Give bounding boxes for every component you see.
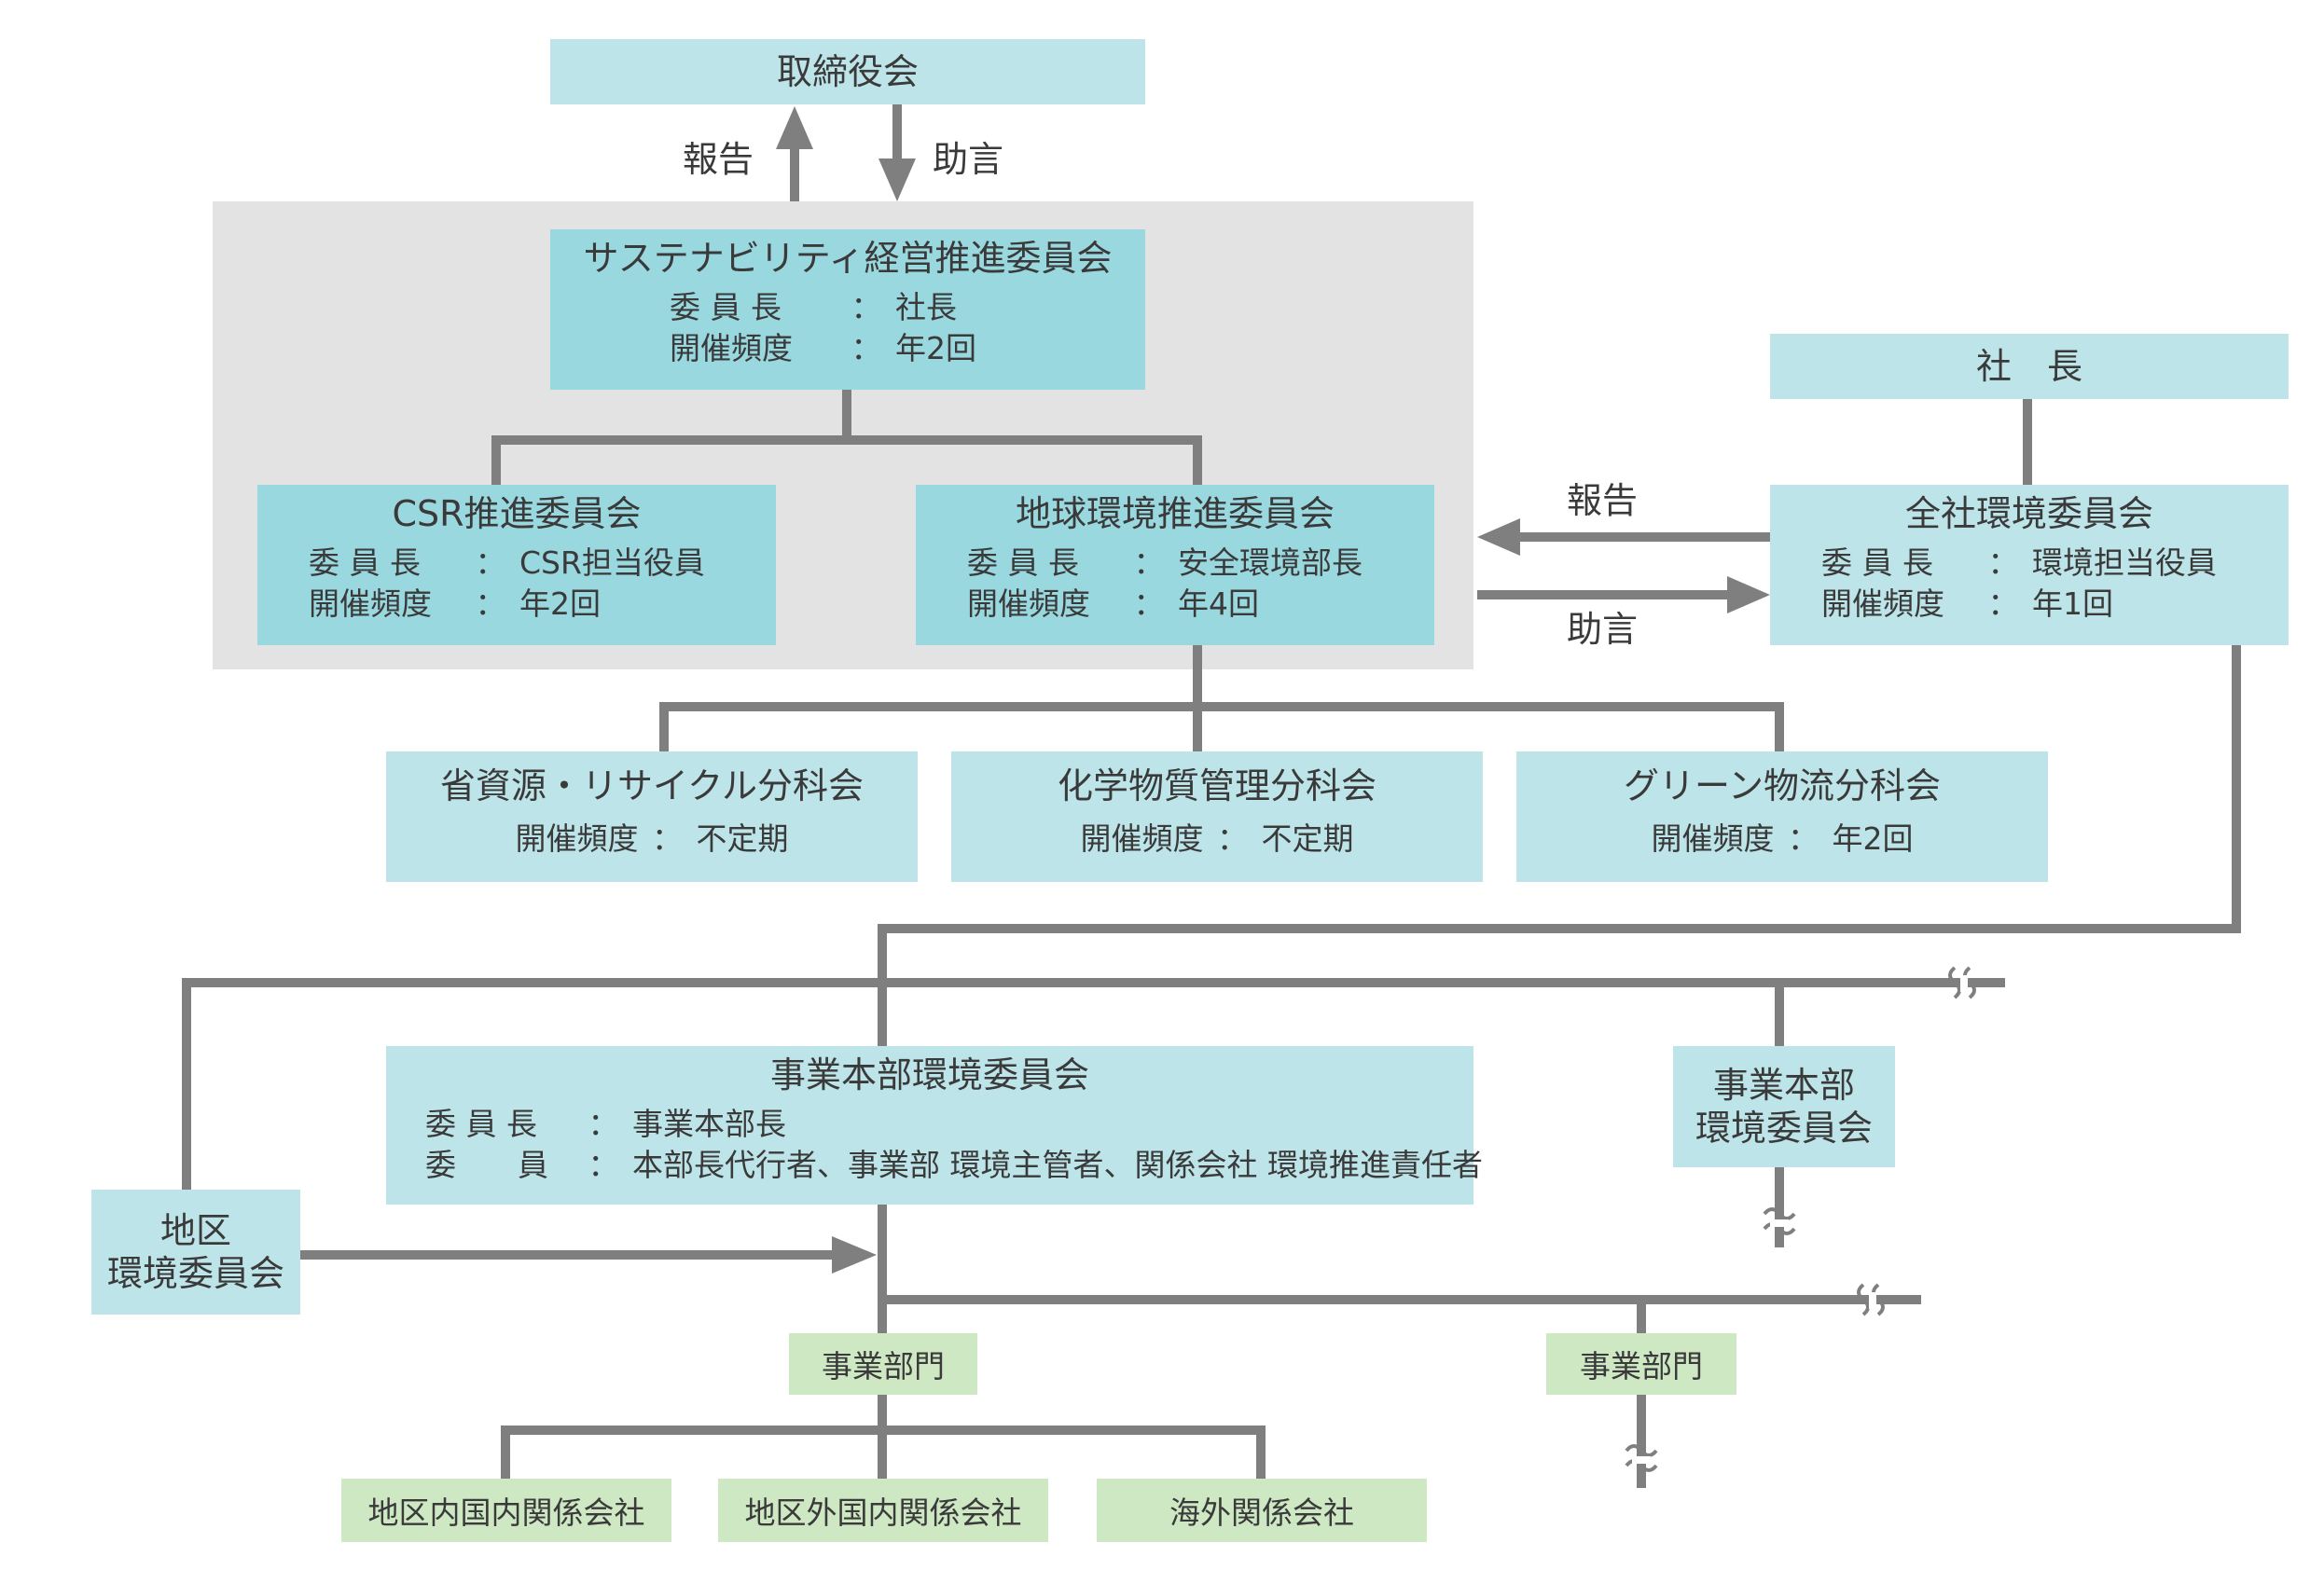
global-freq-key: 開催頻度 bbox=[967, 585, 1090, 622]
sub2-freq-key: 開催頻度 bbox=[1080, 820, 1204, 857]
colon: ： bbox=[1133, 544, 1165, 581]
csr-freq-val: 年2回 bbox=[519, 585, 601, 622]
dept-left-label: 事業部門 bbox=[822, 1348, 945, 1384]
affiliate-domestic-in-district: 地区内国内関係会社 bbox=[341, 1479, 671, 1542]
sustain-branch-right bbox=[847, 435, 1202, 485]
district-line1: 地区 bbox=[159, 1210, 231, 1251]
csr-freq-key: 開催頻度 bbox=[309, 585, 432, 622]
subcommittee-bus bbox=[659, 702, 1784, 751]
company-environment-committee: 全社環境委員会 委 員 長 ： 環境担当役員 開催頻度 ： 年1回 bbox=[1770, 485, 2289, 645]
sustain-chair-val: 社長 bbox=[895, 289, 957, 325]
sub3-title: グリーン物流分科会 bbox=[1623, 765, 1942, 806]
company-freq-key: 開催頻度 bbox=[1821, 585, 1944, 622]
district-environment-committee: 地区 環境委員会 bbox=[91, 1190, 300, 1315]
division-environment-committee: 事業本部環境委員会 委 員 長 ： 事業本部長 委 員 ： 本部長代行者、事業部 環境主… bbox=[386, 1046, 1483, 1205]
president: 社 長 bbox=[1770, 334, 2289, 399]
division-chair-val: 事業本部長 bbox=[632, 1106, 786, 1142]
subcommittee-chemical-management: 化学物質管理分科会 開催頻度 ： 不定期 bbox=[951, 751, 1483, 882]
affiliate-3-label: 海外関係会社 bbox=[1169, 1494, 1354, 1531]
csr-chair-key: 委 員 長 bbox=[309, 544, 421, 581]
company-advice-label: 助言 bbox=[1567, 609, 1639, 650]
sub3-freq-val: 年2回 bbox=[1832, 820, 1914, 857]
colon: ： bbox=[475, 544, 506, 581]
affiliate-domestic-outside-district: 地区外国内関係会社 bbox=[718, 1479, 1048, 1542]
business-department-left: 事業部門 bbox=[789, 1333, 977, 1395]
sub1-freq-key: 開催頻度 bbox=[515, 820, 639, 857]
company-chair-val: 環境担当役員 bbox=[2032, 544, 2217, 581]
board-of-directors: 取締役会 bbox=[550, 39, 1145, 104]
president-title: 社 長 bbox=[1975, 346, 2082, 387]
dept-right-label: 事業部門 bbox=[1580, 1348, 1703, 1384]
colon: ： bbox=[851, 289, 882, 325]
colon: ： bbox=[1217, 820, 1248, 857]
affiliate-overseas: 海外関係会社 bbox=[1097, 1479, 1427, 1542]
global-title: 地球環境推進委員会 bbox=[1015, 493, 1335, 534]
sub2-title: 化学物質管理分科会 bbox=[1057, 765, 1376, 806]
company-advice-arrowhead bbox=[1727, 576, 1770, 613]
sustainability-committee: サステナビリティ経営推進委員会 委 員 長 ： 社長 開催頻度 ： 年2回 bbox=[550, 229, 1145, 390]
company-freq-val: 年1回 bbox=[2032, 585, 2113, 622]
board-advice-label: 助言 bbox=[933, 139, 1004, 180]
global-environment-committee: 地球環境推進委員会 委 員 長 ： 安全環境部長 開催頻度 ： 年4回 bbox=[916, 485, 1434, 645]
global-chair-val: 安全環境部長 bbox=[1178, 544, 1363, 581]
global-chair-key: 委 員 長 bbox=[967, 544, 1079, 581]
sustain-freq-key: 開催頻度 bbox=[670, 330, 793, 366]
sub3-freq-key: 開催頻度 bbox=[1651, 820, 1775, 857]
sub1-freq-val: 不定期 bbox=[696, 820, 789, 857]
company-report-label: 報告 bbox=[1567, 480, 1639, 521]
sub1-title: 省資源・リサイクル分科会 bbox=[439, 765, 865, 806]
sustain-chair-key: 委 員 長 bbox=[670, 289, 782, 325]
affiliates-bus bbox=[501, 1426, 1266, 1479]
sub2-freq-val: 不定期 bbox=[1261, 820, 1354, 857]
division-small-line2: 環境委員会 bbox=[1695, 1108, 1873, 1149]
colon: ： bbox=[588, 1147, 619, 1183]
company-chair-key: 委 員 長 bbox=[1821, 544, 1933, 581]
csr-chair-val: CSR担当役員 bbox=[519, 544, 705, 581]
board-title: 取締役会 bbox=[776, 51, 919, 92]
global-freq-val: 年4回 bbox=[1178, 585, 1259, 622]
advice-arrowhead bbox=[878, 158, 916, 201]
sustain-branch bbox=[491, 390, 851, 485]
subcommittee-green-logistics: グリーン物流分科会 開催頻度 ： 年2回 bbox=[1516, 751, 2048, 882]
colon: ： bbox=[588, 1106, 619, 1142]
break-mark-right-dept bbox=[1625, 1444, 1658, 1472]
csr-committee: CSR推進委員会 委 員 長 ： CSR担当役員 開催頻度 ： 年2回 bbox=[257, 485, 776, 645]
business-department-right: 事業部門 bbox=[1546, 1333, 1736, 1395]
district-bus bbox=[182, 978, 1960, 1190]
csr-title: CSR推進委員会 bbox=[392, 493, 642, 534]
colon: ： bbox=[851, 330, 882, 366]
district-line2: 環境委員会 bbox=[106, 1253, 284, 1294]
sustain-title: サステナビリティ経営推進委員会 bbox=[583, 238, 1113, 279]
colon: ： bbox=[475, 585, 506, 622]
company-env-title: 全社環境委員会 bbox=[1904, 493, 2153, 534]
division-member-val: 本部長代行者、事業部 環境主管者、関係会社 環境推進責任者 bbox=[632, 1147, 1483, 1183]
division-title: 事業本部環境委員会 bbox=[769, 1054, 1089, 1095]
affiliate-1-label: 地区内国内関係会社 bbox=[367, 1494, 645, 1531]
board-report-label: 報告 bbox=[683, 139, 754, 180]
colon: ： bbox=[1987, 585, 2019, 622]
colon: ： bbox=[1987, 544, 2019, 581]
district-arrowhead bbox=[832, 1236, 877, 1274]
colon: ： bbox=[1133, 585, 1165, 622]
division-environment-committee-other: 事業本部 環境委員会 bbox=[1673, 1046, 1895, 1167]
subcommittee-resource-recycling: 省資源・リサイクル分科会 開催頻度 ： 不定期 bbox=[386, 751, 918, 882]
company-report-arrowhead bbox=[1477, 518, 1520, 556]
division-member-key: 委 員 bbox=[425, 1147, 548, 1183]
colon: ： bbox=[1788, 820, 1819, 857]
division-chair-key: 委 員 長 bbox=[425, 1106, 537, 1142]
break-mark-small bbox=[1763, 1207, 1796, 1235]
report-arrowhead bbox=[776, 106, 813, 149]
affiliate-2-label: 地区外国内関係会社 bbox=[744, 1494, 1022, 1531]
sustain-freq-val: 年2回 bbox=[895, 330, 976, 366]
division-small-line1: 事業本部 bbox=[1712, 1065, 1855, 1106]
colon: ： bbox=[652, 820, 683, 857]
